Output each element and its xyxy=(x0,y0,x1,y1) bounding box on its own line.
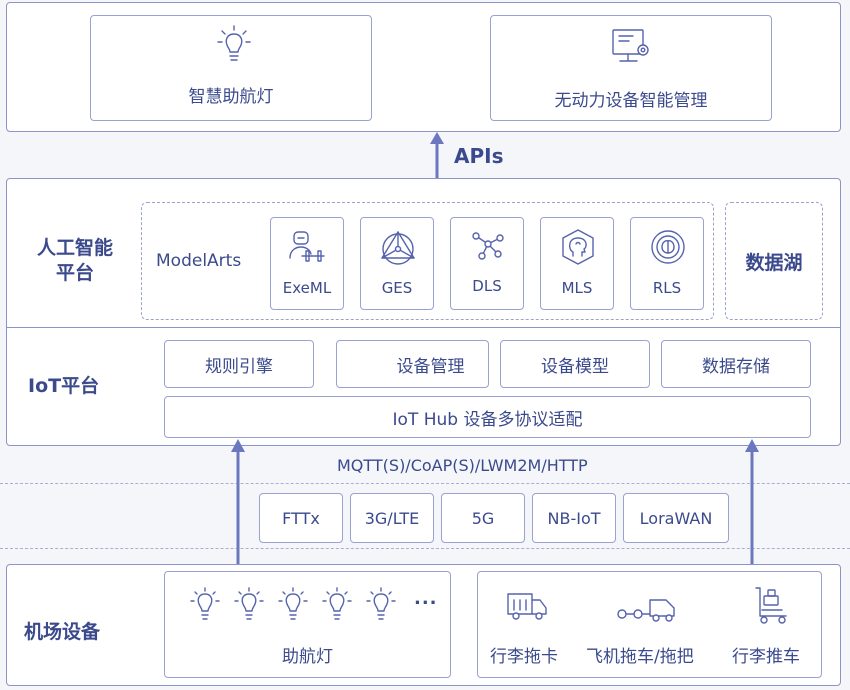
network-fttx: FTTx xyxy=(259,493,343,543)
more-lights-ellipsis: ... xyxy=(414,588,438,609)
network-bottom-dashed-line xyxy=(0,548,850,549)
lightbulb-icon xyxy=(190,587,220,620)
service-dls-label: DLS xyxy=(472,277,502,295)
module-device-model[interactable]: 设备模型 xyxy=(500,340,650,388)
lightbulb-icon xyxy=(366,587,396,620)
network-3g-lte: 3G/LTE xyxy=(350,493,434,543)
lightbulb-icon xyxy=(322,587,352,620)
service-ges-label: GES xyxy=(381,279,413,297)
nav-lights-label: 助航灯 xyxy=(282,646,333,667)
module-data-storage[interactable]: 数据存储 xyxy=(661,340,811,388)
module-device-management[interactable]: 设备管理 xyxy=(336,340,489,388)
service-exeml-label: ExeML xyxy=(282,279,332,297)
network-nb-iot: NB-IoT xyxy=(532,493,616,543)
network-lorawan: LoraWAN xyxy=(623,493,729,543)
service-mls-label: MLS xyxy=(561,279,593,297)
service-mls[interactable]: MLS xyxy=(540,217,614,310)
network-nodes-icon xyxy=(472,232,504,260)
app-nav-light-label: 智慧助航灯 xyxy=(188,86,274,107)
data-lake[interactable]: 数据湖 xyxy=(725,202,823,320)
tug-train-icon xyxy=(617,599,675,622)
nav-light-icon-row xyxy=(190,587,396,620)
app-nav-light-card[interactable]: 智慧助航灯 xyxy=(90,15,372,121)
module-rule-engine[interactable]: 规则引擎 xyxy=(164,340,314,388)
protocols-label: MQTT(S)/CoAP(S)/LWM2M/HTTP xyxy=(337,456,588,475)
iot-platform-title: IoT平台 xyxy=(28,375,100,397)
apis-arrow xyxy=(430,132,444,180)
service-exeml[interactable]: ExeML xyxy=(270,217,344,310)
service-dls[interactable]: DLS xyxy=(450,217,524,310)
vehicle-aircraft-tug-label: 飞机拖车/拖把 xyxy=(586,647,694,667)
cart-icon xyxy=(755,587,787,624)
platform-divider xyxy=(7,327,840,328)
lightbulb-icon xyxy=(217,25,251,61)
truck-icon xyxy=(507,593,547,620)
lightbulb-icon xyxy=(234,587,264,620)
left-uplink-arrow xyxy=(231,439,245,572)
network-top-dashed-line xyxy=(0,483,850,484)
modelarts-group xyxy=(141,202,714,320)
iot-hub[interactable]: IoT Hub 设备多协议适配 xyxy=(164,396,811,438)
robot-dumbbell-icon xyxy=(289,231,325,262)
lightbulb-icon xyxy=(278,587,308,620)
right-uplink-arrow xyxy=(745,439,759,572)
nav-lights-group xyxy=(164,571,451,678)
apis-label: APIs xyxy=(454,144,504,168)
modelarts-label: ModelArts xyxy=(156,251,242,271)
vehicles-group xyxy=(477,571,822,678)
monitor-settings-icon xyxy=(612,29,649,62)
vehicle-baggage-tractor-label: 行李拖卡 xyxy=(490,647,558,667)
airport-devices-title: 机场设备 xyxy=(24,621,101,643)
vehicle-baggage-cart-label: 行李推车 xyxy=(732,647,800,667)
ai-platform-title: 人工智能 平台 xyxy=(36,237,113,284)
network-5g: 5G xyxy=(441,493,525,543)
service-rls-label: RLS xyxy=(652,279,682,297)
head-hexagon-icon xyxy=(562,229,594,265)
circle-brain-icon xyxy=(651,230,685,264)
app-unpowered-mgmt-label: 无动力设备智能管理 xyxy=(554,90,708,111)
service-ges[interactable]: GES xyxy=(360,217,434,310)
app-unpowered-mgmt-card[interactable]: 无动力设备智能管理 xyxy=(490,15,772,121)
service-rls[interactable]: RLS xyxy=(630,217,704,310)
graph-triangle-icon xyxy=(381,231,415,265)
